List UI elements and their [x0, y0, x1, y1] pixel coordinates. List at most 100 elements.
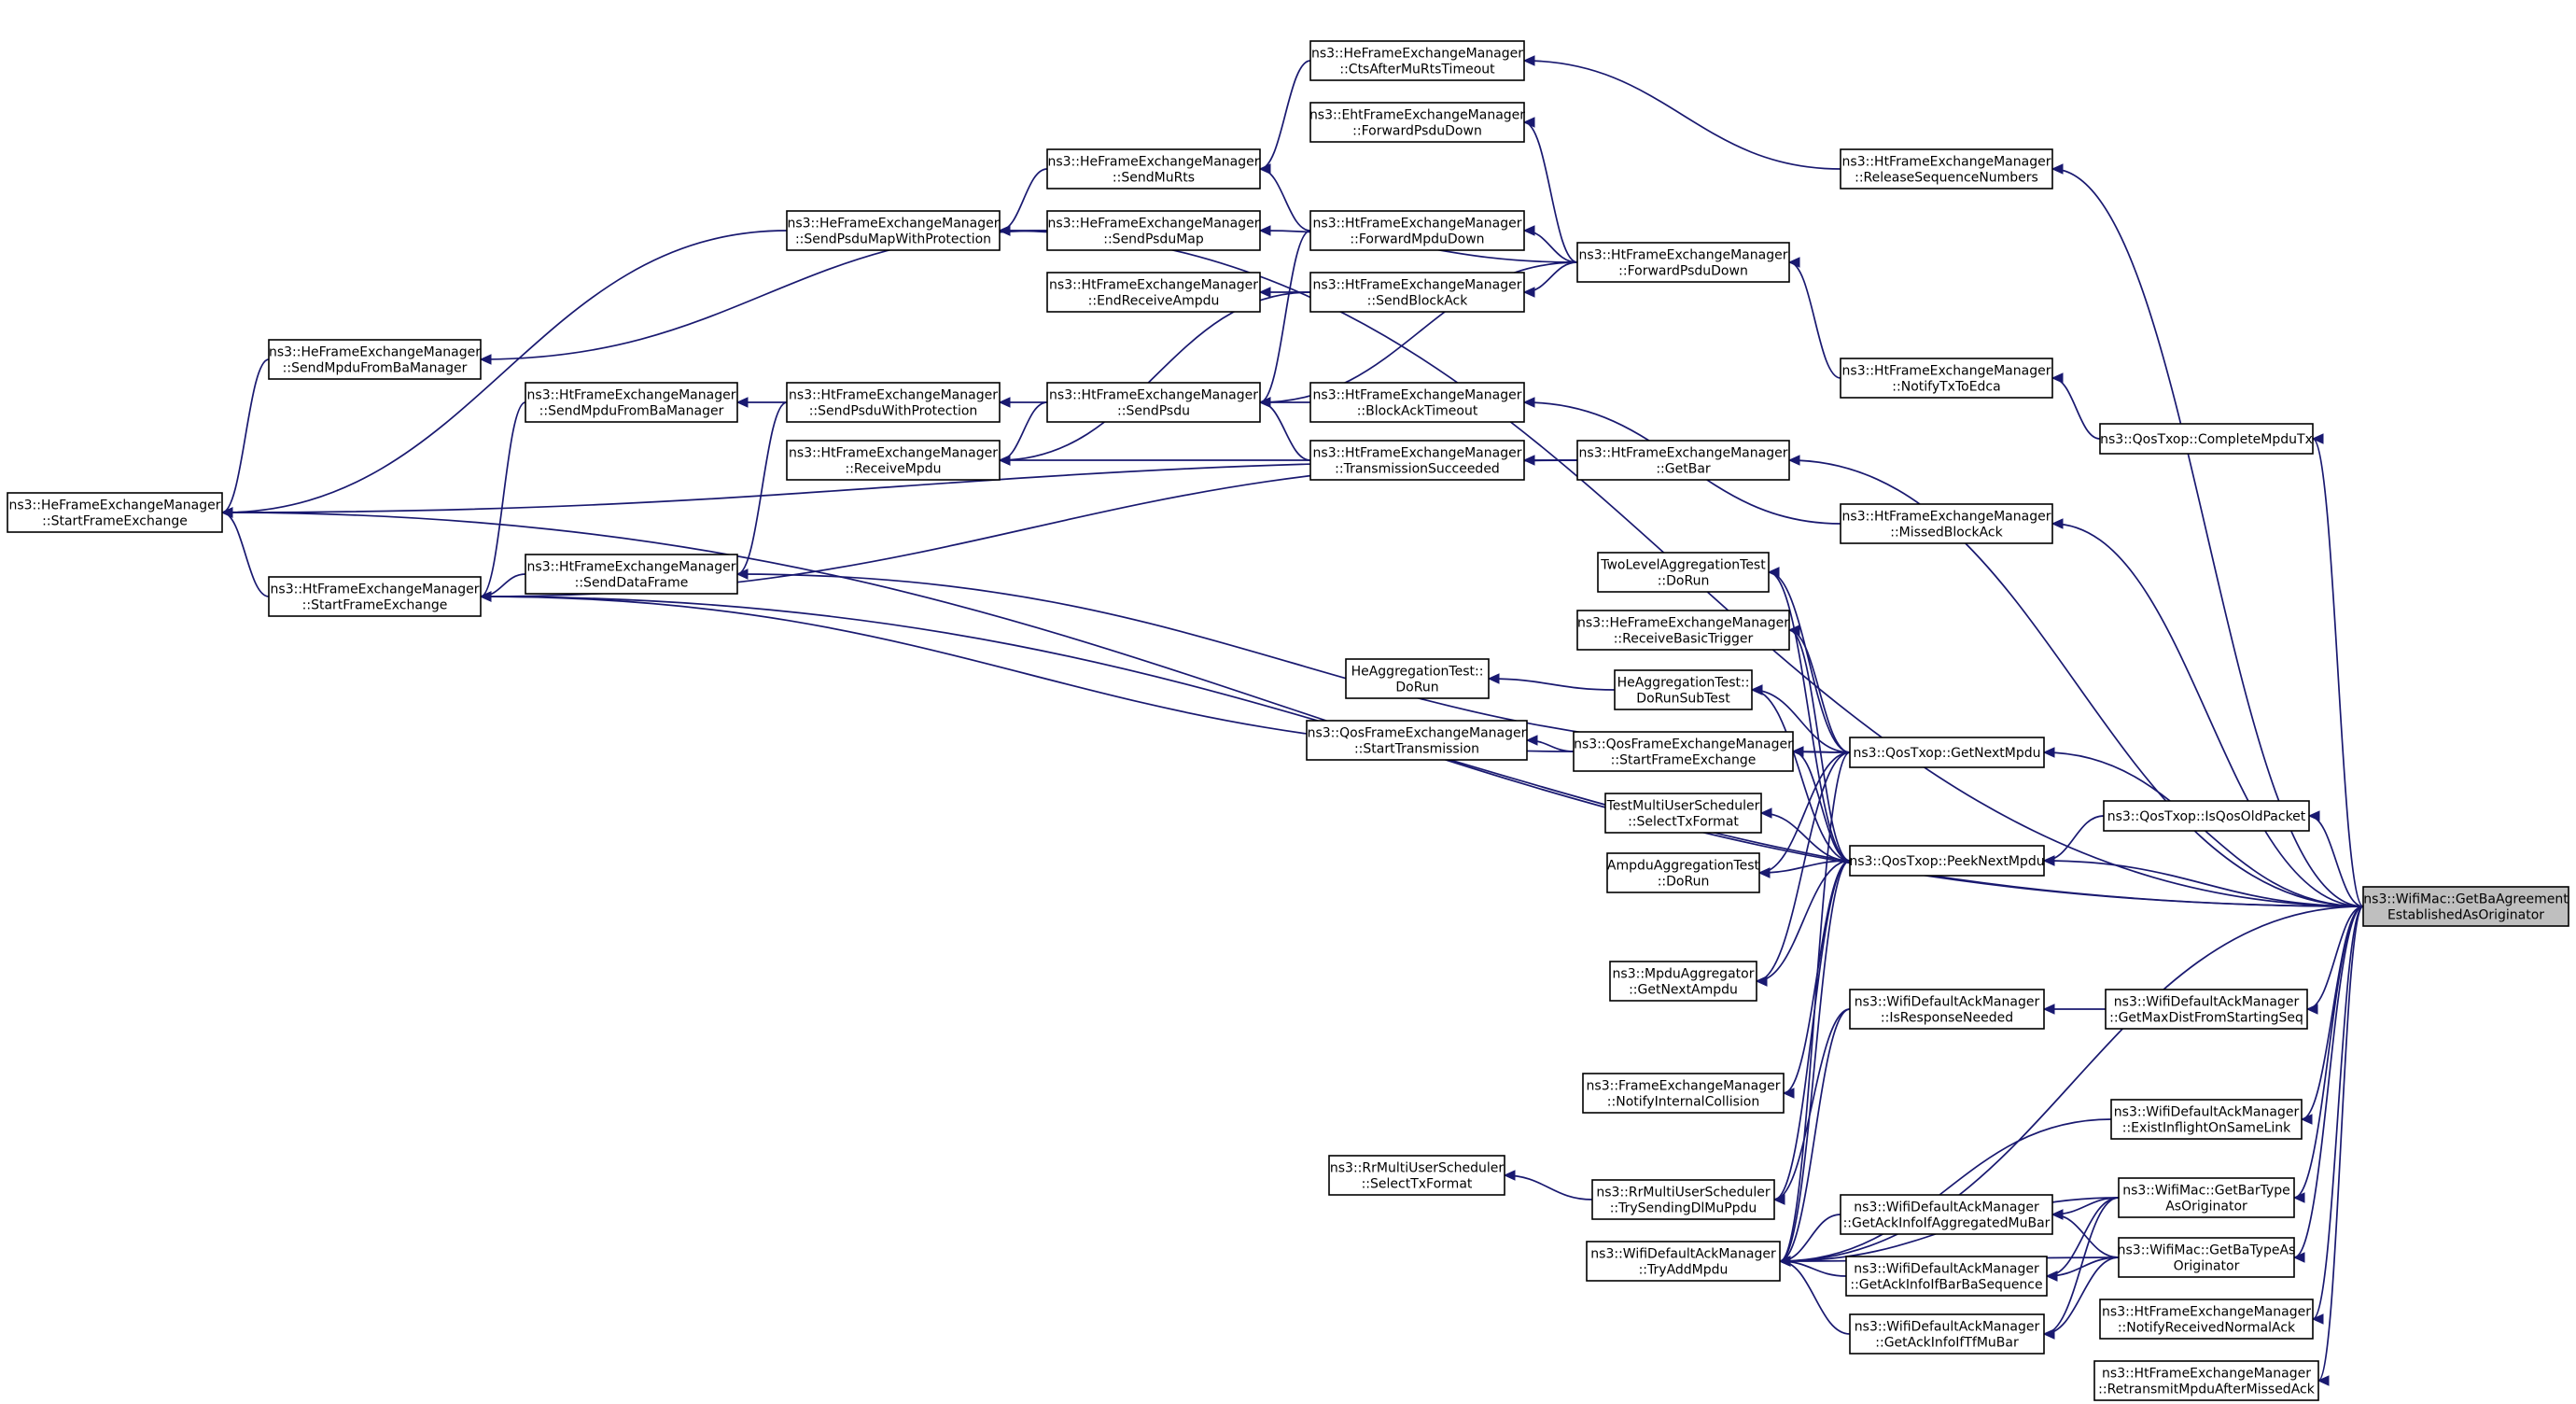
- node-ht-send-block-ack[interactable]: ns3::HtFrameExchangeManager::SendBlockAc…: [1309, 272, 1525, 313]
- node-qos-f-e-start-tx[interactable]: ns3::QosFrameExchangeManager::StartTrans…: [1306, 720, 1528, 761]
- node-he-send-psdu-map[interactable]: ns3::HeFrameExchangeManager::SendPsduMap: [1046, 210, 1261, 251]
- call-edge: [1259, 168, 1311, 232]
- node-he-send-psdu-map-prot[interactable]: ns3::HeFrameExchangeManager::SendPsduMap…: [786, 210, 1001, 251]
- node-fe-notify-internal-collision[interactable]: ns3::FrameExchangeManager::NotifyInterna…: [1582, 1073, 1785, 1114]
- call-edge: [2306, 906, 2364, 1010]
- node-ht-retransmit-mpdu[interactable]: ns3::HtFrameExchangeManager::RetransmitM…: [2093, 1360, 2319, 1401]
- node-label-line: ns3::MpduAggregator: [1613, 967, 1755, 982]
- node-ht-notify-tx-edca[interactable]: ns3::HtFrameExchangeManager::NotifyTxToE…: [1840, 358, 2053, 399]
- node-label-line: ::SendBlockAck: [1367, 294, 1469, 309]
- node-label-line: ns3::HeFrameExchangeManager: [1311, 47, 1523, 62]
- node-target[interactable]: ns3::WifiMac::GetBaAgreementEstablishedA…: [2362, 886, 2569, 927]
- edge-arrowhead: [1791, 746, 1804, 757]
- node-ht-get-bar[interactable]: ns3::HtFrameExchangeManager::GetBar: [1576, 440, 1790, 481]
- node-ht-tx-succeeded[interactable]: ns3::HtFrameExchangeManager::Transmissio…: [1309, 440, 1525, 481]
- node-he-send-mpdu-ba[interactable]: ns3::HeFrameExchangeManager::SendMpduFro…: [268, 339, 482, 380]
- node-box: [2099, 423, 2314, 455]
- node-he-start-f-e[interactable]: ns3::HeFrameExchangeManager::StartFrameE…: [7, 492, 223, 533]
- call-edge: [480, 401, 526, 597]
- node-he-receive-basic-trigger[interactable]: ns3::HeFrameExchangeManager::ReceiveBasi…: [1576, 610, 1790, 651]
- node-ht-notify-recv-normal-ack[interactable]: ns3::HtFrameExchangeManager::NotifyRecei…: [2099, 1299, 2314, 1340]
- edge-arrowhead: [2042, 1004, 2055, 1015]
- node-label-line: ns3::HeFrameExchangeManager: [1047, 217, 1259, 232]
- call-edge: [2293, 906, 2364, 1258]
- node-label-line: ns3::QosTxop::CompleteMpduTx: [2100, 432, 2313, 447]
- node-box: [1309, 102, 1525, 143]
- node-wdam-exist-inflight[interactable]: ns3::WifiDefaultAckManager::ExistInfligh…: [2110, 1099, 2303, 1140]
- node-label-line: ns3::HtFrameExchangeManager: [1842, 510, 2051, 525]
- node-he-send-mu-rts[interactable]: ns3::HeFrameExchangeManager::SendMuRts: [1046, 148, 1261, 190]
- node-wdam-ack-bar-ba-seq[interactable]: ns3::WifiDefaultAckManager::GetAckInfoIf…: [1845, 1256, 2048, 1297]
- node-wdam-try-add-mpdu[interactable]: ns3::WifiDefaultAckManager::TryAddMpdu: [1586, 1241, 1781, 1282]
- node-mpdu-agg-get-next-ampdu[interactable]: ns3::MpduAggregator::GetNextAmpdu: [1609, 961, 1757, 1002]
- node-label-line: ns3::HtFrameExchangeManager: [2102, 1305, 2311, 1320]
- node-ht-missed-block-ack[interactable]: ns3::HtFrameExchangeManager::MissedBlock…: [1840, 503, 2053, 544]
- edge-arrowhead: [2307, 810, 2320, 821]
- node-box: [1309, 440, 1525, 481]
- node-wdam-is-response-needed[interactable]: ns3::WifiDefaultAckManager::IsResponseNe…: [1849, 989, 2045, 1030]
- edge-arrowhead: [2051, 372, 2064, 384]
- node-label-line: ::SelectTxFormat: [1362, 1177, 1473, 1192]
- node-box: [1591, 1179, 1775, 1220]
- node-ht-end-receive-ampdu[interactable]: ns3::HtFrameExchangeManager::EndReceiveA…: [1046, 272, 1261, 313]
- node-label-line: ns3::QosFrameExchangeManager: [1308, 726, 1527, 741]
- node-box: [1604, 793, 1762, 834]
- node-ht-forward-psdu[interactable]: ns3::HtFrameExchangeManager::ForwardPsdu…: [1576, 242, 1790, 283]
- node-label-line: ns3::HtFrameExchangeManager: [1313, 217, 1522, 232]
- node-ht-release-seq[interactable]: ns3::HtFrameExchangeManager::ReleaseSequ…: [1840, 148, 2053, 190]
- node-label-line: ns3::QosFrameExchangeManager: [1574, 737, 1793, 752]
- node-label-line: ::GetBar: [1656, 462, 1711, 477]
- call-edge: [2043, 1197, 2120, 1335]
- edge-arrowhead: [1787, 625, 1800, 636]
- node-label-line: ::StartFrameExchange: [42, 514, 188, 529]
- node-qos-complete-mpdu-tx[interactable]: ns3::QosTxop::CompleteMpduTx: [2099, 423, 2314, 455]
- node-label-line: ::GetMaxDistFromStartingSeq: [2109, 1011, 2303, 1026]
- node-qos-is-qos-old[interactable]: ns3::QosTxop::IsQosOldPacket: [2103, 800, 2310, 832]
- node-box: [1328, 1155, 1505, 1196]
- node-ht-block-ack-timeout[interactable]: ns3::HtFrameExchangeManager::BlockAckTim…: [1309, 382, 1525, 423]
- edge-arrowhead: [1757, 867, 1771, 878]
- node-label-line: ns3::HtFrameExchangeManager: [789, 446, 998, 461]
- node-he-cts-timeout[interactable]: ns3::HeFrameExchangeManager::CtsAfterMuR…: [1309, 40, 1525, 81]
- node-qos-get-next-mpdu[interactable]: ns3::QosTxop::GetNextMpdu: [1849, 737, 2045, 768]
- node-label-line: AsOriginator: [2165, 1200, 2247, 1214]
- node-test-mu-select-tx[interactable]: TestMultiUserScheduler::SelectTxFormat: [1604, 793, 1762, 834]
- call-edge: [1773, 860, 1851, 1200]
- node-box: [525, 382, 738, 423]
- node-ht-send-psdu-prot[interactable]: ns3::HtFrameExchangeManager::SendPsduWit…: [786, 382, 1001, 423]
- edge-arrowhead: [2292, 1192, 2305, 1203]
- node-label-line: ::ForwardMpduDown: [1350, 232, 1484, 247]
- call-edge: [221, 512, 2364, 907]
- node-wdam-ack-agg-mu-bar[interactable]: ns3::WifiDefaultAckManager::GetAckInfoIf…: [1840, 1194, 2053, 1235]
- node-box: [1576, 242, 1790, 283]
- node-qos-peek-next-mpdu[interactable]: ns3::QosTxop::PeekNextMpdu: [1849, 845, 2045, 877]
- node-ht-send-data-frame[interactable]: ns3::HtFrameExchangeManager::SendDataFra…: [525, 554, 738, 595]
- node-wdam-get-max-dist[interactable]: ns3::WifiDefaultAckManager::GetMaxDistFr…: [2105, 989, 2308, 1030]
- call-edge: [221, 230, 788, 513]
- node-label-line: ::BlockAckTimeout: [1357, 404, 1478, 419]
- node-two-level-do-run[interactable]: TwoLevelAggregationTest::DoRun: [1597, 552, 1770, 593]
- node-rr-try-sending-dl[interactable]: ns3::RrMultiUserScheduler::TrySendingDlM…: [1591, 1179, 1775, 1220]
- node-wdam-ack-tf-mu-bar[interactable]: ns3::WifiDefaultAckManager::GetAckInfoIf…: [1849, 1313, 2045, 1355]
- call-edge: [1751, 689, 1851, 862]
- node-box: [1046, 382, 1261, 423]
- node-ht-forward-mpdu[interactable]: ns3::HtFrameExchangeManager::ForwardMpdu…: [1309, 210, 1525, 251]
- node-ht-start-f-e[interactable]: ns3::HtFrameExchangeManager::StartFrameE…: [268, 576, 482, 617]
- node-he-agg-do-run-sub-test[interactable]: HeAggregationTest::DoRunSubTest: [1614, 669, 1753, 710]
- edge-arrowhead: [735, 397, 749, 408]
- node-ht-send-mpdu-ba[interactable]: ns3::HtFrameExchangeManager::SendMpduFro…: [525, 382, 738, 423]
- node-he-agg-do-run[interactable]: HeAggregationTest::DoRun: [1345, 658, 1490, 699]
- node-label-line: ::NotifyReceivedNormalAck: [2118, 1321, 2296, 1336]
- node-label-line: AmpduAggregationTest: [1607, 859, 1760, 874]
- node-ht-send-psdu[interactable]: ns3::HtFrameExchangeManager::SendPsdu: [1046, 382, 1261, 423]
- node-label-line: ns3::HtFrameExchangeManager: [2102, 1367, 2311, 1382]
- node-ht-receive-mpdu[interactable]: ns3::HtFrameExchangeManager::ReceiveMpdu: [786, 440, 1001, 481]
- node-eht-forward-psdu[interactable]: ns3::EhtFrameExchangeManager::ForwardPsd…: [1309, 102, 1525, 143]
- node-ampdu-agg-do-run[interactable]: AmpduAggregationTest::DoRun: [1606, 852, 1760, 893]
- node-qos-f-e-start-f-e[interactable]: ns3::QosFrameExchangeManager::StartFrame…: [1573, 731, 1794, 772]
- edge-arrowhead: [2317, 1375, 2330, 1386]
- node-rr-select-tx[interactable]: ns3::RrMultiUserScheduler::SelectTxForma…: [1328, 1155, 1505, 1196]
- node-label-line: ::ReleaseSequenceNumbers: [1855, 171, 2038, 186]
